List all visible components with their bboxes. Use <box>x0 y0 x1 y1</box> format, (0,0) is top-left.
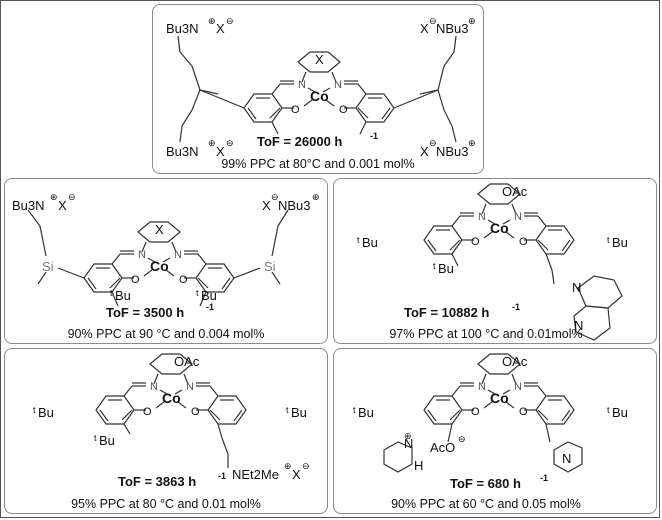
svg-text:⊕: ⊕ <box>284 461 292 471</box>
p3-tof: ToF = 10882 h <box>404 305 489 320</box>
svg-text:Si: Si <box>42 259 54 274</box>
svg-text:⊕: ⊕ <box>50 192 58 202</box>
catalyst-panel-2 <box>4 178 328 344</box>
svg-text:H: H <box>414 458 423 473</box>
p4-tof: ToF = 3863 h <box>118 474 196 489</box>
svg-text:t: t <box>353 405 356 415</box>
svg-text:⊕: ⊕ <box>468 138 476 148</box>
svg-text:Co: Co <box>490 390 509 406</box>
svg-text:Bu: Bu <box>99 433 115 448</box>
svg-text:t: t <box>94 433 97 443</box>
svg-text:Bu: Bu <box>38 405 54 420</box>
svg-text:X: X <box>292 467 301 482</box>
svg-text:N: N <box>404 436 413 451</box>
axial-ligand: X <box>315 52 324 67</box>
svg-text:t: t <box>110 288 113 298</box>
svg-text:OAc: OAc <box>502 354 528 369</box>
svg-text:AcO: AcO <box>430 440 455 455</box>
panel-5-structure: Co OAc <box>383 353 583 473</box>
panel-2-structure: Co X <box>27 209 289 307</box>
svg-text:Co: Co <box>150 258 169 274</box>
p1-tl-group: Bu3N <box>166 21 199 36</box>
svg-text:t: t <box>33 405 36 415</box>
panel-3-structure: Co OAc <box>423 183 623 341</box>
p1-tof: ToF = 26000 h <box>257 134 342 149</box>
p2-caption: 90% PPC at 90 °C and 0.004 mol% <box>68 327 265 341</box>
svg-text:t: t <box>607 405 610 415</box>
p1-bl-group: Bu3N <box>166 144 199 159</box>
p1-caption: 99% PPC at 80°C and 0.001 mol% <box>221 157 414 171</box>
svg-text:-1: -1 <box>370 131 378 141</box>
p1-tl-anion: X <box>216 21 225 36</box>
svg-text:t: t <box>357 235 360 245</box>
svg-text:⊕: ⊕ <box>468 16 476 26</box>
svg-text:Bu3N: Bu3N <box>12 198 45 213</box>
svg-text:N: N <box>562 451 571 466</box>
svg-text:⊕: ⊕ <box>404 431 412 441</box>
p1-br-group: NBu3 <box>436 144 469 159</box>
svg-text:⊖: ⊖ <box>271 192 279 202</box>
svg-text:⊕: ⊕ <box>312 192 320 202</box>
svg-text:Bu: Bu <box>115 288 131 303</box>
svg-text:Co: Co <box>490 220 509 236</box>
svg-text:Bu: Bu <box>612 405 628 420</box>
svg-text:X: X <box>216 144 225 159</box>
svg-text:OAc: OAc <box>174 354 200 369</box>
svg-text:-1: -1 <box>512 302 520 312</box>
svg-text:⊕: ⊕ <box>208 138 216 148</box>
p5-tof: ToF = 680 h <box>450 476 521 491</box>
catalyst-panel-1 <box>152 4 484 174</box>
svg-text:Bu: Bu <box>612 235 628 250</box>
svg-text:Bu: Bu <box>362 235 378 250</box>
svg-text:Si: Si <box>264 259 276 274</box>
panel-1-structure: Co X <box>177 35 457 143</box>
svg-text:t: t <box>286 405 289 415</box>
p1-tr-anion: X <box>420 21 429 36</box>
svg-text:⊖: ⊖ <box>226 138 234 148</box>
svg-text:NEt2Me: NEt2Me <box>232 467 279 482</box>
p2-tof: ToF = 3500 h <box>106 305 184 320</box>
cobalt-atom: Co <box>310 88 329 104</box>
svg-text:X: X <box>58 198 67 213</box>
svg-text:⊖: ⊖ <box>226 16 234 26</box>
svg-text:NBu3: NBu3 <box>278 198 311 213</box>
p4-caption: 95% PPC at 80 °C and 0.01 mol% <box>71 497 261 511</box>
svg-text:-1: -1 <box>540 473 548 483</box>
svg-text:-1: -1 <box>218 471 226 481</box>
svg-text:Bu: Bu <box>438 261 454 276</box>
p3-caption: 97% PPC at 100 °C and 0.01mol% <box>389 327 582 341</box>
p1-tl-charge: ⊕ <box>208 16 216 26</box>
svg-text:⊖: ⊖ <box>458 434 466 444</box>
catalyst-panel-5 <box>333 348 657 514</box>
svg-text:N: N <box>572 280 581 295</box>
svg-text:t: t <box>433 261 436 271</box>
svg-text:X: X <box>262 198 271 213</box>
svg-text:N: N <box>574 318 583 333</box>
panel-4-structure: Co OAc <box>95 353 247 468</box>
p1-tr-group: NBu3 <box>436 21 469 36</box>
svg-text:t: t <box>196 288 199 298</box>
svg-text:Bu: Bu <box>291 405 307 420</box>
svg-text:-1: -1 <box>206 302 214 312</box>
svg-text:Bu: Bu <box>201 288 217 303</box>
svg-text:⊖: ⊖ <box>429 16 437 26</box>
svg-text:⊖: ⊖ <box>429 138 437 148</box>
svg-text:t: t <box>607 235 610 245</box>
svg-text:OAc: OAc <box>502 184 528 199</box>
svg-text:X: X <box>155 222 164 237</box>
svg-text:Co: Co <box>162 390 181 406</box>
catalyst-panel-4 <box>4 348 328 514</box>
p5-caption: 90% PPC at 60 °C and 0.05 mol% <box>391 497 581 511</box>
svg-text:⊖: ⊖ <box>302 461 310 471</box>
catalyst-panel-3 <box>333 178 657 344</box>
svg-text:Bu: Bu <box>358 405 374 420</box>
svg-text:⊖: ⊖ <box>68 192 76 202</box>
p1-br-anion: X <box>420 144 429 159</box>
